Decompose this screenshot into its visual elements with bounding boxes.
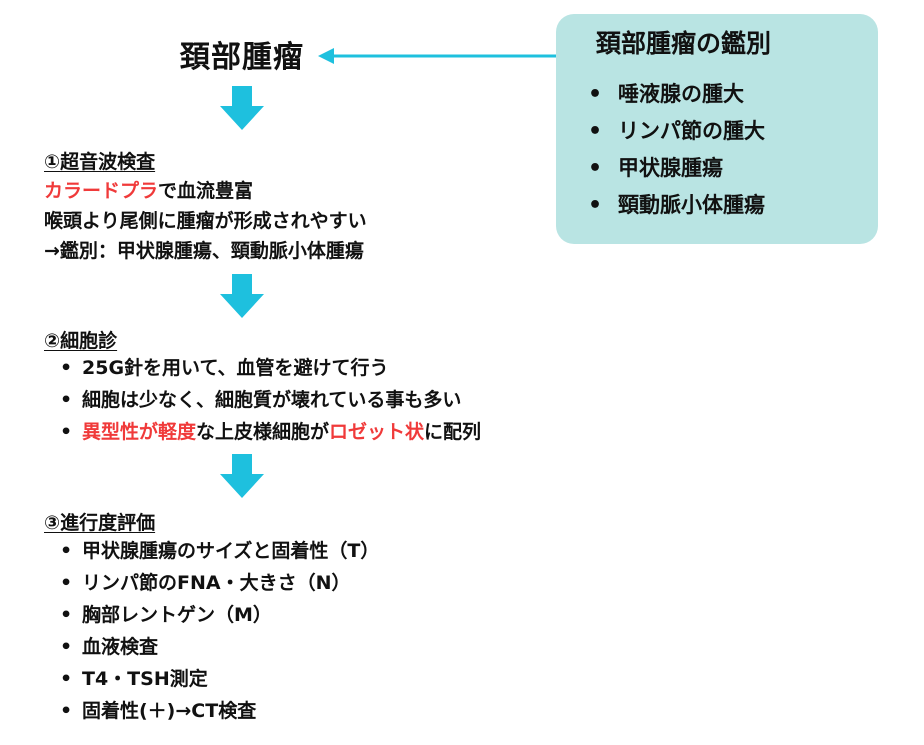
step3-list: 甲状腺腫瘍のサイズと固着性（T） リンパ節のFNA・大きさ（N） 胸部レントゲン…: [44, 535, 379, 727]
differential-item: リンパ節の腫大: [588, 113, 765, 150]
differential-list: 唾液腺の腫大 リンパ節の腫大 甲状腺腫瘍 頸動脈小体腫瘍: [588, 76, 765, 224]
step3-item: 血液検査: [44, 631, 379, 663]
down-arrow-3: [220, 454, 264, 498]
main-title: 頚部腫瘤: [180, 40, 304, 75]
differential-item: 頸動脈小体腫瘍: [588, 187, 765, 224]
step1-line1: カラードプラで血流豊富: [44, 176, 253, 203]
step2-item3-mid: な上皮様細胞が: [196, 421, 330, 443]
step1-line2: 喉頭より尾側に腫瘤が形成されやすい: [44, 210, 367, 232]
differential-box: 頚部腫瘤の鑑別 唾液腺の腫大 リンパ節の腫大 甲状腺腫瘍 頸動脈小体腫瘍: [556, 14, 878, 244]
differential-item: 唾液腺の腫大: [588, 76, 765, 113]
step1-heading: ①超音波検査: [44, 151, 156, 173]
step3-item: 胸部レントゲン（M）: [44, 599, 379, 631]
step2-item3-end: に配列: [424, 421, 482, 443]
step2-item: 異型性が軽度な上皮様細胞がロゼット状に配列: [44, 416, 481, 448]
differential-title: 頚部腫瘤の鑑別: [596, 29, 772, 58]
step2-heading: ②細胞診: [44, 330, 118, 352]
step1-highlight: カラードプラ: [44, 180, 159, 202]
down-arrow-2: [220, 274, 264, 318]
step3-item: リンパ節のFNA・大きさ（N）: [44, 567, 379, 599]
down-arrow-1: [220, 86, 264, 130]
step2-item: 25G針を用いて、血管を避けて行う: [44, 352, 481, 384]
step2-list: 25G針を用いて、血管を避けて行う 細胞は少なく、細胞質が壊れている事も多い 異…: [44, 352, 481, 448]
step2-highlight-2: ロゼット状: [329, 421, 425, 443]
step1-line3: →鑑別：甲状腺腫瘍、頸動脈小体腫瘍: [44, 240, 364, 262]
step2-item: 細胞は少なく、細胞質が壊れている事も多い: [44, 384, 481, 416]
step3-item: 固着性(＋)→CT検査: [44, 695, 379, 727]
step3-item: 甲状腺腫瘍のサイズと固着性（T）: [44, 535, 379, 567]
step3-heading: ③進行度評価: [44, 512, 156, 534]
step2-highlight-1: 異型性が軽度: [82, 421, 197, 443]
connector-arrow: [318, 48, 558, 64]
step3-item: T4・TSH測定: [44, 663, 379, 695]
step1-line1-rest: で血流豊富: [158, 180, 254, 202]
differential-item: 甲状腺腫瘍: [588, 150, 765, 187]
